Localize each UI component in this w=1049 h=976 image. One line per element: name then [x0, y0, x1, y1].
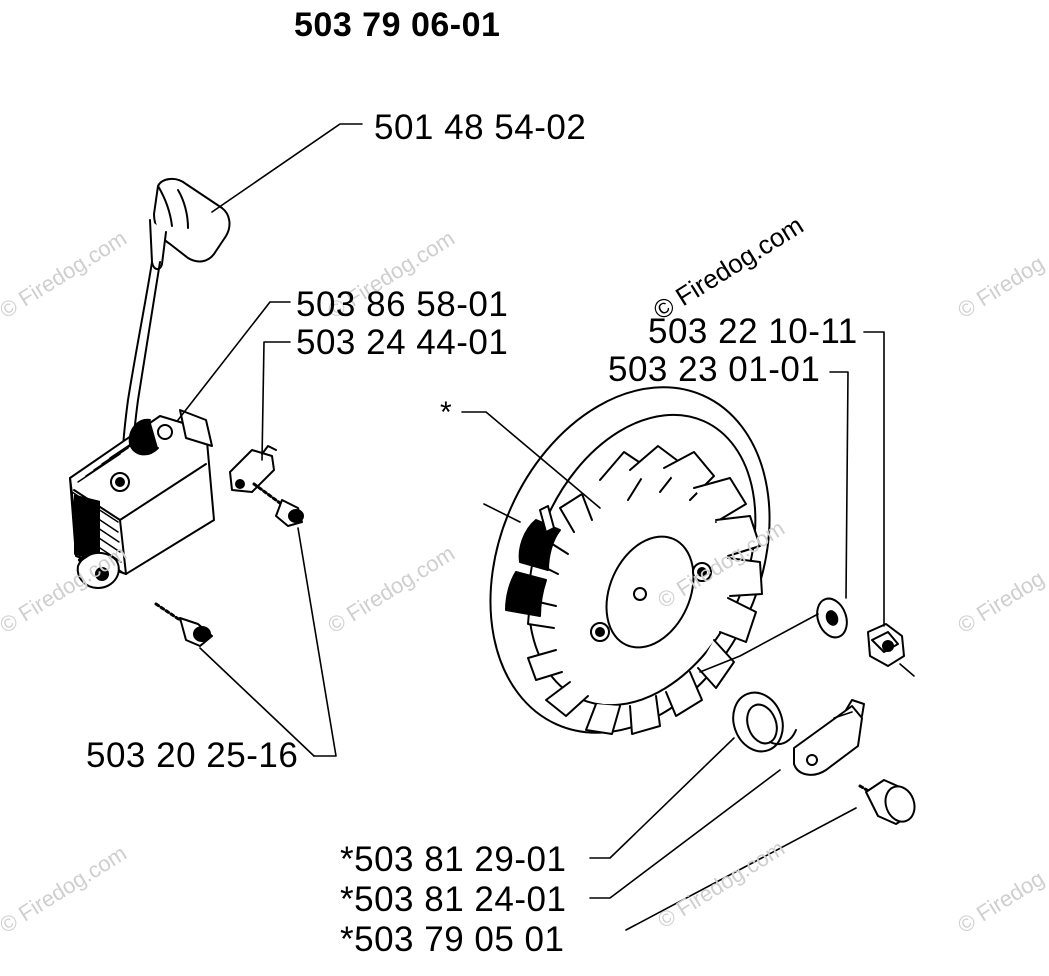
part-pawl-screw: *503 79 05 01	[340, 920, 565, 959]
flywheel-nut	[867, 623, 905, 667]
screw-lower	[154, 602, 213, 647]
exploded-parts-diagram	[69, 123, 916, 931]
ignition-module	[69, 409, 215, 589]
part-spring: *503 81 29-01	[340, 840, 567, 879]
pawl-screw	[858, 779, 916, 825]
flywheel-washer	[816, 597, 848, 639]
part-screw: 503 20 25-16	[86, 736, 299, 775]
assembly-number: 503 79 06-01	[294, 6, 501, 44]
part-flywheel-nut: 503 23 01-01	[608, 350, 821, 389]
leader-washer	[829, 371, 849, 599]
part-flywheel-washer: 503 22 10-11	[648, 312, 858, 351]
screw-upper	[252, 482, 304, 527]
part-pawl: *503 81 24-01	[340, 880, 567, 919]
leader-spark-cap	[211, 123, 363, 213]
part-ignition-module-a: 503 86 58-01	[296, 285, 509, 324]
starter-spring	[732, 691, 797, 753]
leader-pawl	[589, 769, 781, 899]
part-ignition-module-b: 503 24 44-01	[296, 323, 509, 362]
leader-axis	[483, 503, 521, 523]
leader-flywheel-star	[461, 411, 601, 509]
leader-screw-1	[297, 527, 337, 757]
leader-screw-2	[199, 647, 315, 757]
leader-module-a	[177, 301, 291, 421]
leader-spring	[589, 737, 735, 859]
leader-nut	[863, 331, 885, 627]
part-flywheel-marker: *	[440, 396, 453, 429]
starter-pawl	[793, 699, 865, 776]
leader-shaft-axis	[699, 613, 819, 673]
leader-pawl-screw	[625, 807, 857, 931]
leader-module-b	[261, 341, 291, 461]
spark-plug-cap	[149, 178, 231, 270]
terminal-bracket	[229, 445, 277, 493]
leader-lines	[177, 123, 915, 931]
part-spark-plug-cap: 501 48 54-02	[374, 108, 587, 147]
